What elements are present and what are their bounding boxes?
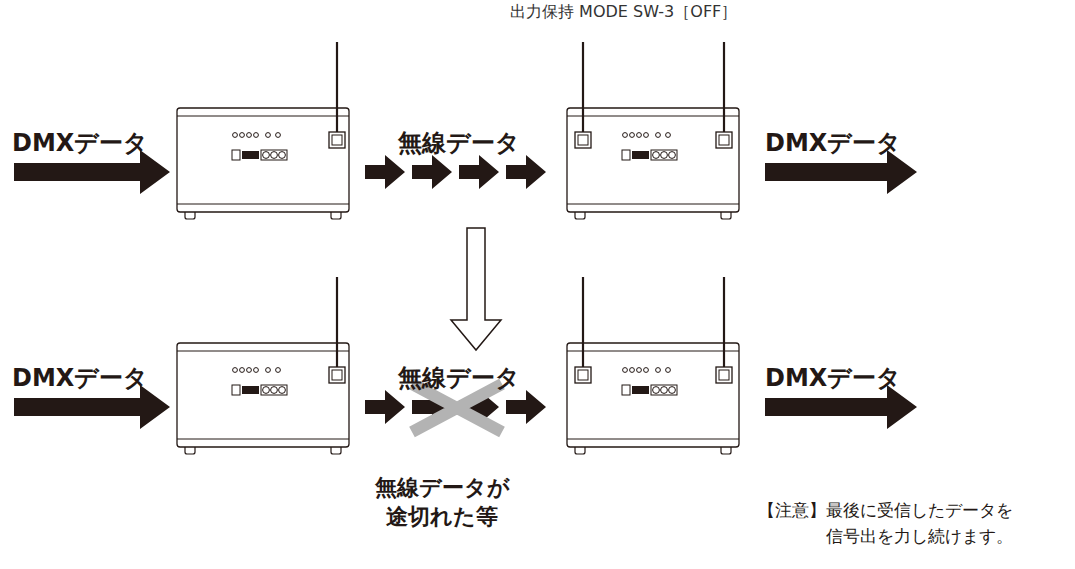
indicator-led: [266, 368, 271, 373]
button: [271, 387, 278, 394]
button: [661, 387, 668, 394]
display: [242, 151, 259, 159]
antenna-rod: [723, 42, 725, 132]
device-case: [177, 108, 349, 212]
button: [279, 152, 286, 159]
indicator-led: [656, 368, 661, 373]
wireless-arrow: [506, 155, 546, 189]
indicator-led: [623, 368, 628, 373]
indicator-led: [240, 368, 245, 373]
indicator-led: [630, 368, 635, 373]
wireless-arrow: [506, 390, 546, 424]
button-panel: [261, 150, 287, 160]
antenna-base: [575, 367, 591, 383]
antenna-rod: [582, 42, 584, 132]
indicator-led: [623, 133, 628, 138]
case-edge: [177, 204, 349, 205]
power-switch: [622, 150, 630, 160]
antenna-base: [716, 132, 732, 148]
power-switch: [232, 150, 240, 160]
button: [669, 387, 676, 394]
case-edge: [177, 351, 349, 352]
wireless-arrow: [365, 390, 405, 424]
note-text: 【注意】最後に受信したデータを 信号出を力し続けます。: [758, 497, 1018, 550]
wireless-unit: [177, 42, 349, 219]
display: [632, 386, 649, 394]
power-switch: [232, 385, 240, 395]
indicator-led: [656, 133, 661, 138]
flow-label: 無線データ: [398, 363, 520, 394]
button: [263, 387, 270, 394]
button: [661, 152, 668, 159]
indicator-led: [637, 368, 642, 373]
device-case: [567, 343, 739, 447]
antenna-base: [332, 370, 342, 380]
antenna-rod: [723, 277, 725, 367]
case-edge: [567, 351, 739, 352]
flow-label: 無線データが 途切れた等: [372, 474, 513, 531]
transition-arrow: [451, 228, 501, 350]
antenna-base: [719, 135, 729, 145]
indicator-led: [666, 368, 671, 373]
flow-label: DMXデータ: [765, 363, 901, 394]
button: [279, 387, 286, 394]
indicator-led: [644, 133, 649, 138]
indicator-led: [233, 368, 238, 373]
display: [242, 386, 259, 394]
button: [653, 152, 660, 159]
indicator-led: [240, 133, 245, 138]
indicator-led: [233, 133, 238, 138]
antenna-base: [719, 370, 729, 380]
device-case: [177, 343, 349, 447]
case-edge: [567, 439, 739, 440]
button: [669, 152, 676, 159]
antenna-rod: [336, 42, 338, 132]
wireless-arrow: [412, 155, 452, 189]
indicator-led: [276, 368, 281, 373]
indicator-led: [276, 133, 281, 138]
button-panel: [651, 150, 677, 160]
indicator-led: [247, 368, 252, 373]
button: [653, 387, 660, 394]
wireless-arrow: [459, 155, 499, 189]
indicator-led: [254, 133, 259, 138]
wireless-unit: [567, 42, 739, 219]
antenna-base: [575, 132, 591, 148]
antenna-base: [578, 370, 588, 380]
indicator-led: [266, 133, 271, 138]
indicator-led: [254, 368, 259, 373]
flow-label: DMXデータ: [12, 363, 148, 394]
case-edge: [177, 116, 349, 117]
device-case: [567, 108, 739, 212]
indicator-led: [630, 133, 635, 138]
button: [263, 152, 270, 159]
button-panel: [651, 385, 677, 395]
antenna-rod: [582, 277, 584, 367]
case-edge: [567, 204, 739, 205]
antenna-rod: [336, 277, 338, 367]
indicator-led: [644, 368, 649, 373]
flow-label: DMXデータ: [12, 128, 148, 159]
antenna-base: [329, 132, 345, 148]
button: [271, 152, 278, 159]
case-edge: [567, 116, 739, 117]
case-edge: [177, 439, 349, 440]
flow-label: 無線データ: [398, 128, 520, 159]
antenna-base: [329, 367, 345, 383]
wireless-arrow: [365, 155, 405, 189]
button-panel: [261, 385, 287, 395]
wireless-unit: [567, 277, 739, 454]
power-switch: [622, 385, 630, 395]
flow-label: DMXデータ: [765, 128, 901, 159]
indicator-led: [666, 133, 671, 138]
mode-note: 出力保持 MODE SW-3［OFF］: [510, 2, 737, 23]
antenna-base: [332, 135, 342, 145]
antenna-base: [578, 135, 588, 145]
antenna-base: [716, 367, 732, 383]
wireless-unit: [177, 277, 349, 454]
display: [632, 151, 649, 159]
indicator-led: [247, 133, 252, 138]
indicator-led: [637, 133, 642, 138]
